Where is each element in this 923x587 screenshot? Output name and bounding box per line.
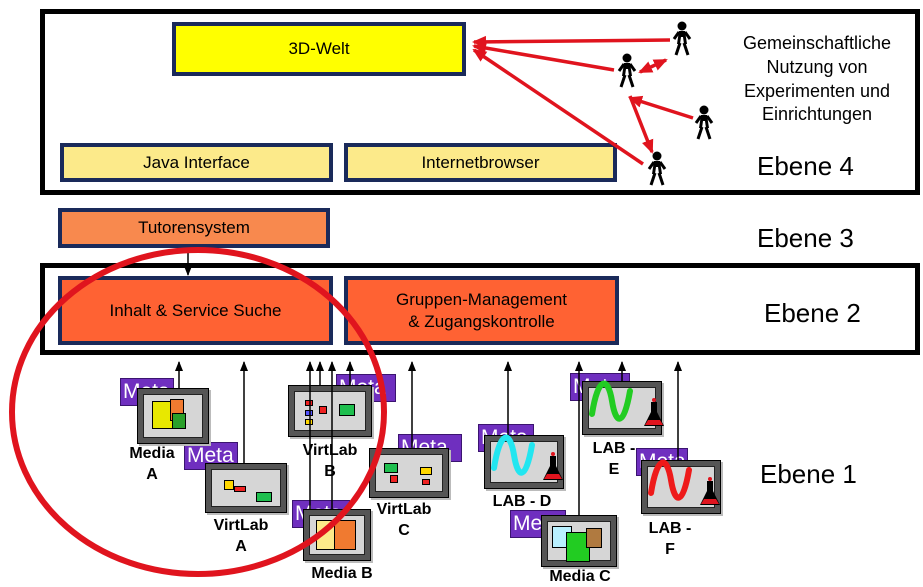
virtual-lab-icon <box>339 404 355 416</box>
shared-use-note: Gemeinschaftliche Nutzung von Experiment… <box>712 32 922 127</box>
group-label-line-1: Gruppen-Management <box>395 290 568 310</box>
ebene-4-label: Ebene 4 <box>757 151 854 181</box>
virtlab-c-label-line-1: VirtLab <box>376 501 432 518</box>
lab-e-label-line-2: E <box>608 461 620 479</box>
media-c-icon <box>541 515 617 567</box>
lab-d-label: LAB - D <box>492 493 552 510</box>
tutorensystem-box: Tutorensystem <box>58 208 330 248</box>
note-line-3: Experimenten und <box>743 80 891 101</box>
note-line-2: Nutzung von <box>766 56 868 77</box>
person-icon <box>647 150 667 187</box>
lab-f-label-line-1: LAB - <box>648 520 692 537</box>
highlight-circle <box>9 247 387 577</box>
world-box: 3D-Welt <box>172 22 466 76</box>
document-icon <box>172 413 186 429</box>
media-c-label: Media C <box>549 568 611 585</box>
virtual-lab-icon <box>224 480 234 490</box>
person-icon <box>617 52 637 89</box>
java-interface-box: Java Interface <box>60 143 333 182</box>
media-a-label-line-1: Media <box>129 445 175 462</box>
virtual-lab-icon <box>256 492 272 502</box>
virtlab-b-icon <box>288 385 372 437</box>
virtlab-b-label-line-2: B <box>324 463 336 481</box>
virtlab-c-icon <box>369 448 449 498</box>
wave-icon <box>648 459 692 501</box>
ebene-3-label: Ebene 3 <box>757 223 854 253</box>
flask-icon <box>644 398 664 426</box>
media-a-label-line-2: A <box>146 466 158 484</box>
document-icon <box>586 528 602 548</box>
group-management-box: Gruppen-Management & Zugangskontrolle <box>344 276 619 345</box>
internetbrowser-box: Internetbrowser <box>344 143 617 182</box>
internetbrowser-label: Internetbrowser <box>421 152 540 172</box>
virtlab-a-icon <box>205 463 287 513</box>
world-label: 3D-Welt <box>288 39 350 59</box>
person-icon <box>672 20 692 57</box>
lab-e-label: LAB - E <box>584 438 644 480</box>
virtlab-a-label: VirtLab A <box>200 515 282 557</box>
group-label-line-2: & Zugangskontrolle <box>408 311 555 331</box>
note-line-1: Gemeinschaftliche <box>742 33 892 53</box>
virtlab-b-label-line-1: VirtLab <box>302 442 358 459</box>
virtual-lab-icon <box>319 406 327 414</box>
virtlab-b-label: VirtLab B <box>290 440 370 482</box>
virtual-lab-icon <box>234 486 246 492</box>
search-box: Inhalt & Service Suche <box>58 276 333 345</box>
ebene-1-label: Ebene 1 <box>760 459 857 489</box>
lab-e-icon <box>582 381 662 435</box>
flask-icon <box>543 452 563 480</box>
lab-e-label-line-1: LAB - <box>592 440 636 457</box>
virtlab-a-label-line-1: VirtLab <box>213 517 269 534</box>
tutorensystem-label: Tutorensystem <box>138 218 250 238</box>
document-icon <box>334 520 356 550</box>
virtual-lab-icon <box>384 463 398 473</box>
virtlab-c-label-line-2: C <box>398 522 410 540</box>
media-b-label: Media B <box>311 565 373 582</box>
virtlab-c-label: VirtLab C <box>364 499 444 541</box>
resource-arrows <box>175 361 682 515</box>
lab-f-label-line-2: F <box>665 541 675 559</box>
virtual-lab-icon <box>422 479 430 485</box>
virtual-lab-icon <box>305 400 313 406</box>
virtual-lab-icon <box>420 467 432 475</box>
wave-icon <box>491 434 535 476</box>
search-label: Inhalt & Service Suche <box>109 301 282 320</box>
virtual-lab-icon <box>390 475 398 483</box>
ebene-2-label: Ebene 2 <box>764 298 861 328</box>
virtual-lab-icon <box>305 419 313 425</box>
user-arrows <box>472 35 694 166</box>
lab-f-label: LAB - F <box>640 518 700 560</box>
wave-icon <box>589 380 633 422</box>
person-icon <box>694 104 714 141</box>
flask-icon <box>700 477 720 505</box>
virtlab-a-label-line-2: A <box>235 538 247 556</box>
java-interface-label: Java Interface <box>143 152 250 172</box>
note-line-4: Einrichtungen <box>761 104 873 125</box>
virtual-lab-icon <box>305 410 313 416</box>
media-a-label: Media A <box>112 443 192 485</box>
media-a-icon <box>137 388 209 444</box>
